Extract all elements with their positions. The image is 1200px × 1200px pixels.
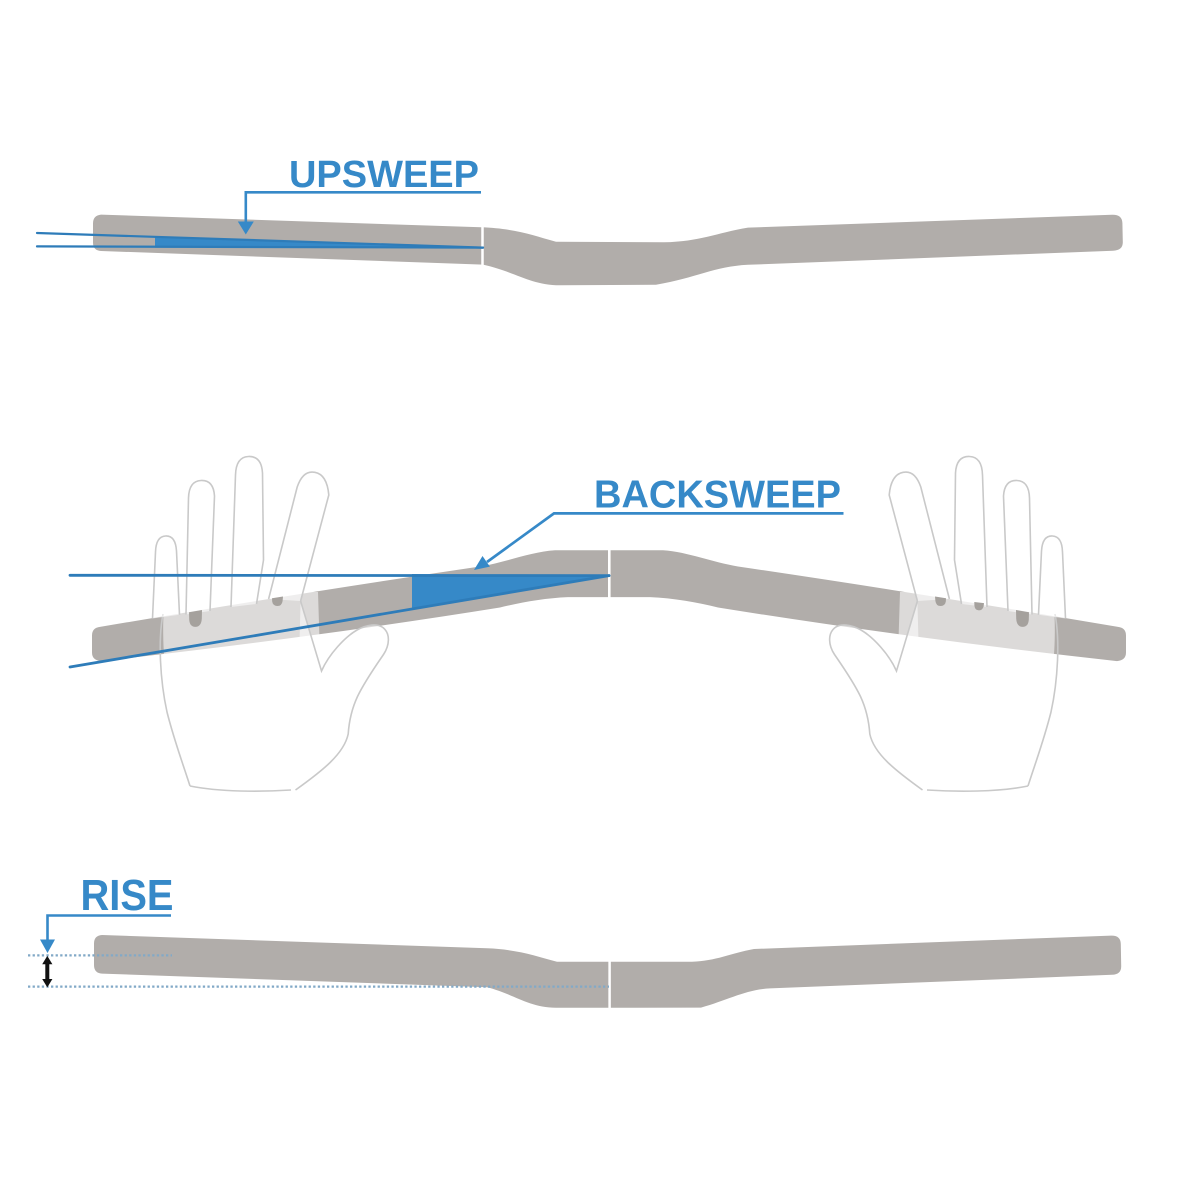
svg-text:UPSWEEP: UPSWEEP (289, 154, 479, 196)
svg-text:BACKSWEEP: BACKSWEEP (594, 473, 841, 516)
svg-text:RISE: RISE (81, 872, 174, 920)
